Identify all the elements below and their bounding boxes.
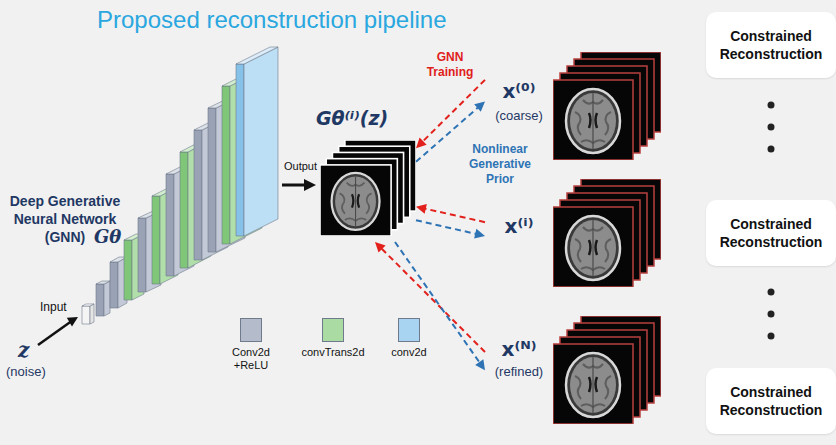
arrow-head: [474, 229, 485, 239]
connector-line: [395, 242, 480, 364]
process-box: Constrained Reconstruction: [706, 12, 836, 78]
convtrans-layer: [152, 196, 160, 284]
conv-layer: [208, 108, 216, 252]
estimate-symbol: x⁽ⁱ⁾: [485, 213, 553, 239]
input-label: Input: [40, 300, 67, 314]
diagram-title: Proposed reconstruction pipeline: [97, 6, 447, 34]
connector: [282, 179, 316, 191]
output-conv-layer: [244, 47, 278, 236]
convtrans-layer: [124, 240, 132, 300]
arrow-head: [475, 359, 485, 370]
connector: [416, 204, 485, 222]
continuation-dots: [768, 311, 775, 318]
continuation-dots: [768, 124, 775, 131]
image-stack: [553, 52, 661, 160]
connector: [375, 242, 485, 352]
network-symbol: Gθ: [94, 226, 121, 248]
input-layer: [82, 304, 94, 324]
estimate-symbol: x⁽ᴺ⁾: [485, 336, 553, 362]
conv-layer: [104, 281, 110, 316]
process-box: Constrained Reconstruction: [706, 368, 836, 434]
input-arrow: [38, 322, 71, 346]
connector-label: Nonlinear Generative Prior: [460, 142, 540, 187]
estimate-note: (coarse): [485, 108, 553, 124]
conv-layer: [138, 218, 146, 292]
image-estimate: x⁽ⁱ⁾: [485, 175, 663, 290]
arrow-head: [416, 138, 427, 149]
output-conv-layer: [236, 47, 278, 64]
process-label: Constrained Reconstruction: [714, 27, 828, 63]
estimate-symbol: x⁽⁰⁾: [485, 78, 553, 104]
arrow-head: [375, 242, 386, 253]
conv-layer: [96, 281, 110, 316]
image-stack: [553, 179, 661, 287]
generator-network: Deep Generative Neural Network (GNN)Gθ: [0, 40, 282, 330]
continuation-dots: [768, 102, 775, 109]
input-layer: [90, 304, 94, 324]
legend-label: Conv2d +ReLU: [228, 346, 274, 372]
convtrans-layer: [222, 86, 230, 244]
legend-swatch: [322, 318, 344, 342]
arrow-head: [474, 101, 485, 111]
legend-label: conv2d: [379, 346, 439, 359]
generator-output: Gθ⁽ⁱ⁾(z): [316, 106, 416, 242]
legend-swatch: [398, 318, 420, 342]
image-estimate: x⁽ᴺ⁾ (refined): [485, 300, 663, 430]
image-stack: [320, 140, 416, 236]
image-stack: [553, 316, 661, 424]
connector-line: [282, 183, 306, 186]
process-box: Constrained Reconstruction: [706, 200, 836, 266]
connector-line: [416, 220, 477, 234]
conv-layer: [96, 284, 104, 316]
output-conv-layer: [236, 64, 244, 236]
legend-swatch: [240, 318, 262, 342]
process-label: Constrained Reconstruction: [714, 383, 828, 419]
convtrans-layer: [180, 152, 188, 268]
arrow-head: [416, 204, 427, 214]
connector-line: [416, 107, 479, 162]
conv-layer: [194, 130, 202, 260]
connector: [416, 80, 485, 148]
connector-line: [422, 80, 485, 143]
process-label: Constrained Reconstruction: [714, 215, 828, 251]
output-symbol: Gθ⁽ⁱ⁾(z): [316, 106, 388, 130]
conv-layer: [166, 174, 174, 276]
network-layers: [82, 47, 278, 324]
input-arrow: [67, 317, 78, 326]
input-layer: [82, 306, 90, 324]
noise-label: (noise): [6, 364, 46, 380]
arrow-head: [304, 179, 316, 191]
continuation-dots: [768, 333, 775, 340]
continuation-dots: [768, 146, 775, 153]
continuation-dots: [768, 289, 775, 296]
output-conv-layer: [236, 47, 278, 236]
legend-label: convTrans2d: [295, 346, 371, 359]
connector-line: [381, 248, 485, 352]
connector-label: GNN Training: [420, 50, 480, 80]
conv-layer: [110, 262, 118, 308]
noise-symbol: z: [18, 338, 29, 362]
connector-line: [424, 208, 485, 222]
input-arrow: [38, 317, 78, 345]
input-layer: [82, 304, 94, 306]
connector: [416, 220, 485, 238]
connector-label: Output: [284, 160, 317, 173]
conv-layer: [96, 281, 110, 284]
estimate-note: (refined): [485, 364, 553, 380]
